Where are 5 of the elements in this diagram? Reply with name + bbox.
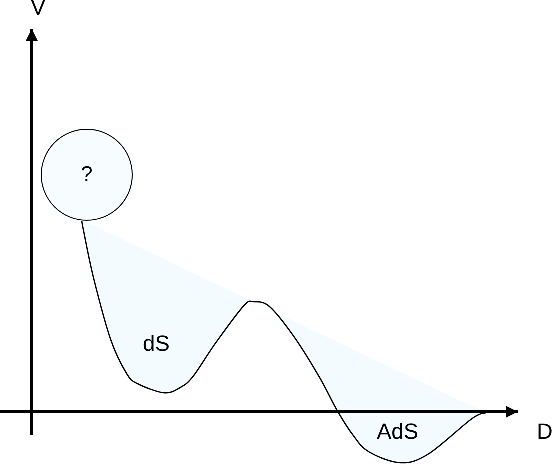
axis-label: D [537,421,553,443]
axis-label: V [31,0,46,19]
region-label: AdS [377,421,419,443]
region-label: dS [143,333,170,355]
circle-node: ? [41,129,133,221]
